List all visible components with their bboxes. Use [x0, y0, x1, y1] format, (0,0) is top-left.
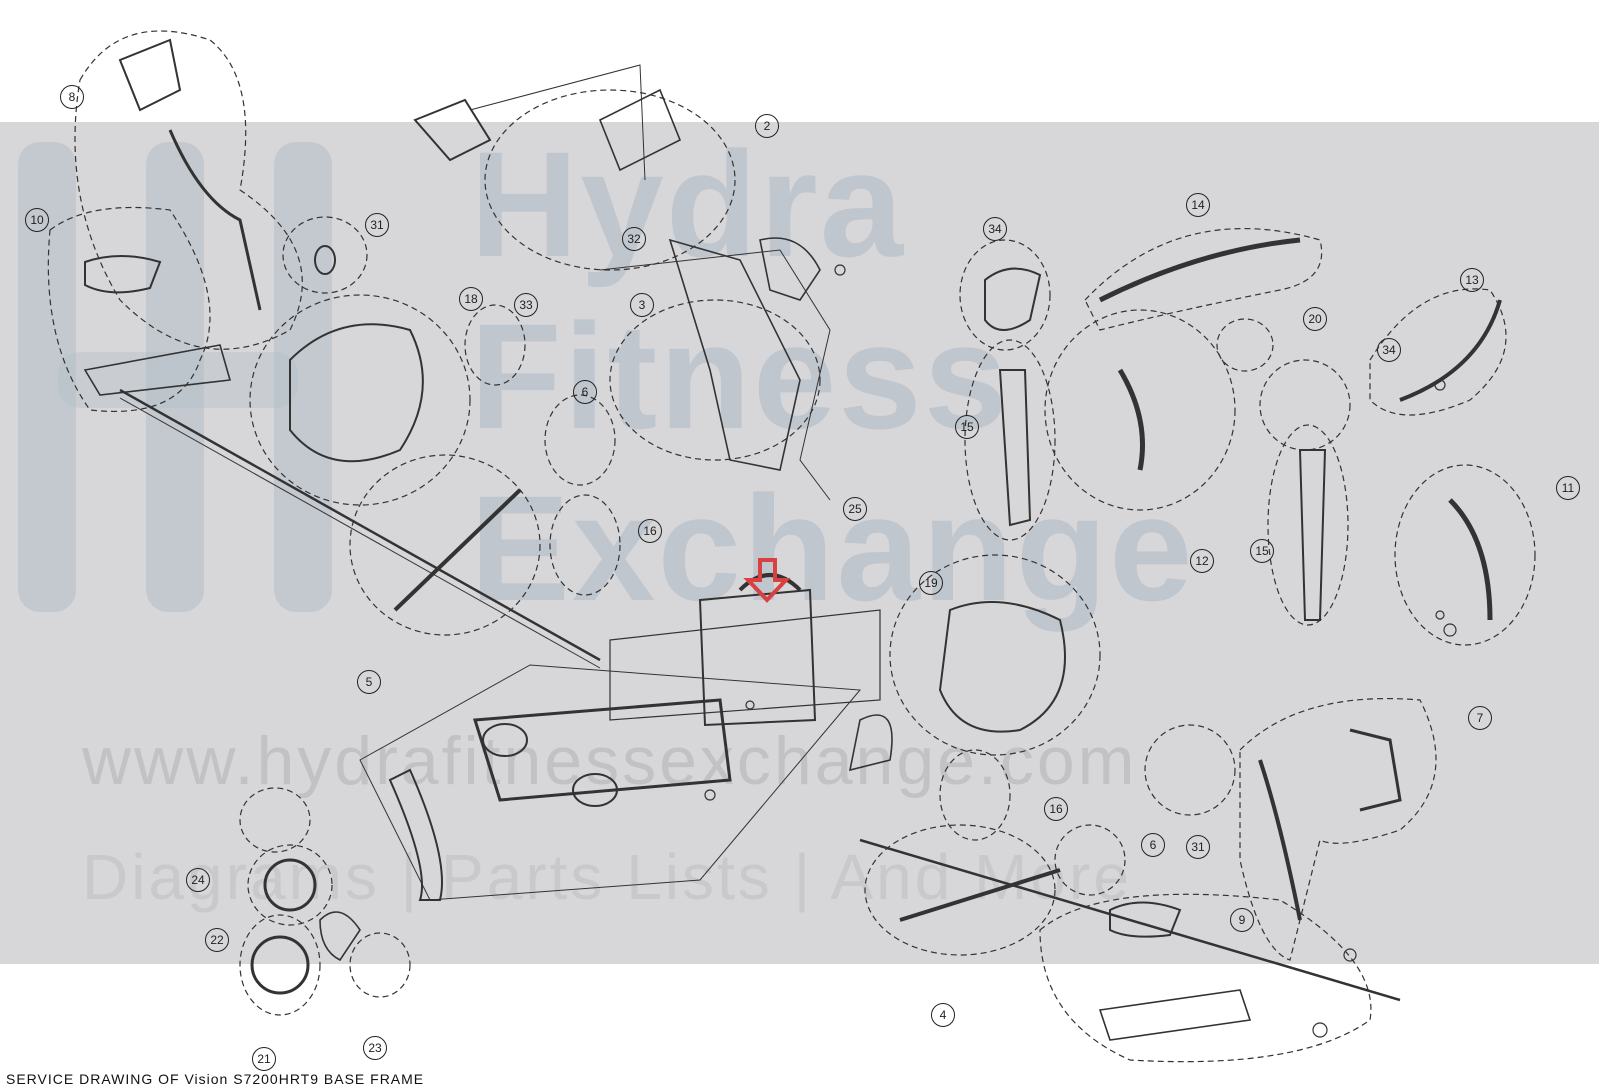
- callout-34-right: 34: [1377, 338, 1401, 362]
- watermark-logo: [18, 142, 332, 612]
- watermark-word-3: Exchange: [470, 464, 1195, 632]
- callout-32: 32: [622, 227, 646, 251]
- callout-19: 19: [919, 571, 943, 595]
- callout-15-right: 15: [1250, 539, 1274, 563]
- callout-34-left: 34: [983, 217, 1007, 241]
- drawing-caption: SERVICE DRAWING OF Vision S7200HRT9 BASE…: [6, 1071, 425, 1087]
- callout-2: 2: [755, 114, 779, 138]
- callout-15-left: 15: [955, 415, 979, 439]
- callout-10: 10: [25, 208, 49, 232]
- highlight-arrow: [743, 558, 791, 603]
- callout-22: 22: [205, 928, 229, 952]
- callout-5: 5: [357, 670, 381, 694]
- watermark-url: www.hydrafitnessexchange.com: [82, 723, 1138, 799]
- callout-13: 13: [1460, 268, 1484, 292]
- callout-16-right: 16: [1044, 797, 1068, 821]
- callout-33: 33: [514, 293, 538, 317]
- callout-3: 3: [630, 293, 654, 317]
- callout-20: 20: [1303, 307, 1327, 331]
- callout-23: 23: [363, 1036, 387, 1060]
- callout-6-upper: 6: [573, 380, 597, 404]
- watermark-word-2: Fitness: [470, 292, 1010, 460]
- callout-18: 18: [459, 287, 483, 311]
- callout-21: 21: [252, 1047, 276, 1071]
- watermark-band: [0, 122, 1599, 964]
- callout-31-upper: 31: [365, 213, 389, 237]
- callout-6-lower: 6: [1141, 833, 1165, 857]
- callout-7: 7: [1468, 706, 1492, 730]
- callout-16-left: 16: [638, 519, 662, 543]
- callout-31-lower: 31: [1186, 835, 1210, 859]
- callout-4: 4: [931, 1003, 955, 1027]
- callout-9: 9: [1230, 908, 1254, 932]
- callout-25: 25: [843, 497, 867, 521]
- callout-8: 8: [60, 85, 84, 109]
- callout-24: 24: [186, 868, 210, 892]
- callout-14: 14: [1186, 193, 1210, 217]
- callout-12: 12: [1190, 549, 1214, 573]
- callout-11: 11: [1556, 476, 1580, 500]
